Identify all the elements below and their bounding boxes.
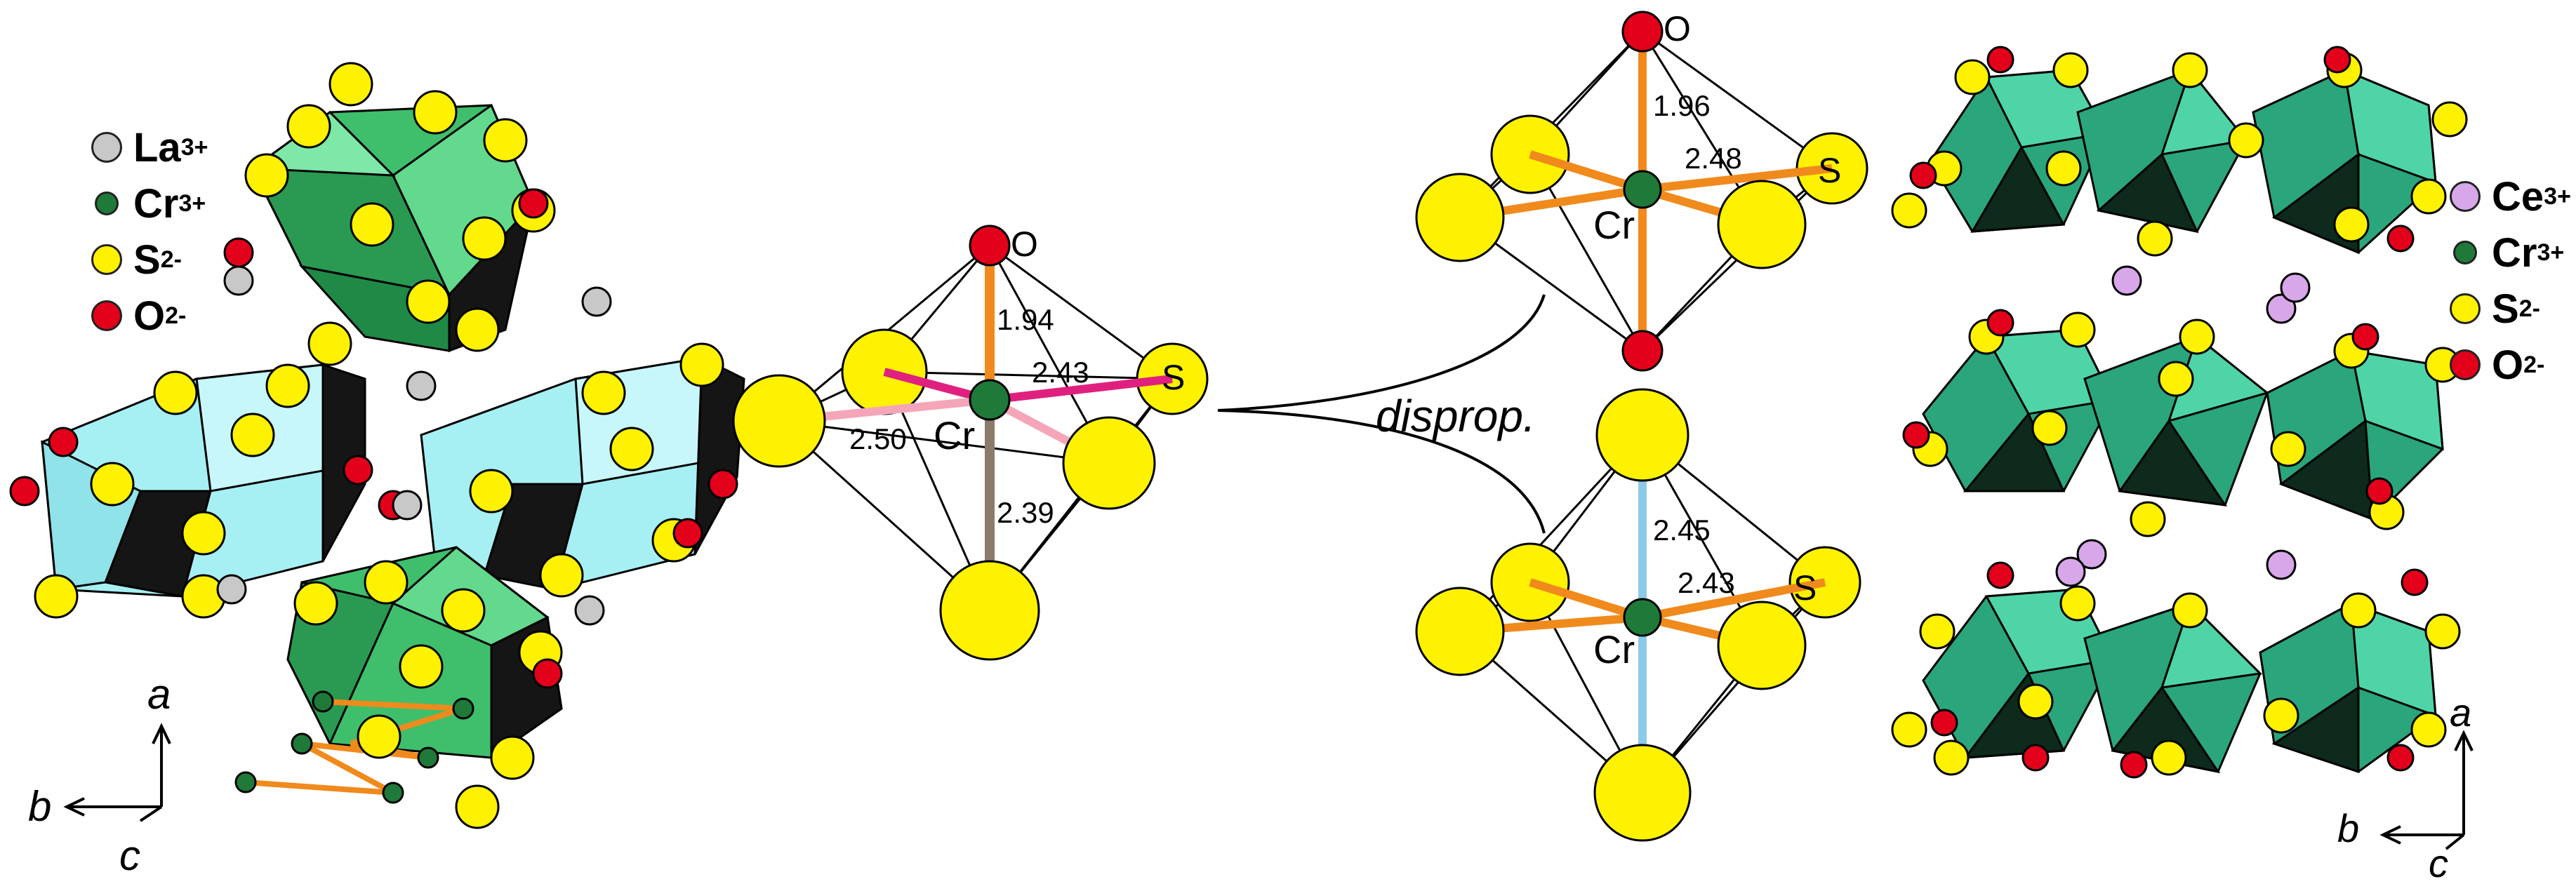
- axis-a-label-right: a: [2450, 690, 2471, 735]
- ce-octahedra-row-middle: [1922, 328, 2444, 521]
- legend-left-o-element: O: [133, 293, 166, 339]
- left-structure-panel: a b c: [9, 62, 745, 879]
- bottom-eq-bonds: [1459, 578, 1826, 650]
- bottom-dist-cr-s-axial: 2.45: [1653, 514, 1711, 547]
- center-dist-cr-o: 1.94: [997, 303, 1054, 336]
- top-s-label: S: [1818, 151, 1841, 190]
- top-s-front-right: [1717, 180, 1807, 269]
- oxygen-atoms-right: [1902, 46, 2429, 779]
- top-octahedron: O S Cr 1.96 2.48: [1415, 9, 1868, 372]
- center-dist-cr-s-long: 2.50: [849, 422, 907, 455]
- la-swatch: [91, 132, 122, 163]
- center-s-front-left: [732, 374, 826, 468]
- oxygen-atoms-left: [9, 188, 738, 689]
- cr-swatch-right: [2453, 241, 2477, 264]
- bottom-s-bottom: [1593, 744, 1692, 842]
- center-s-front-right: [1062, 416, 1156, 510]
- axis-c-label-left: c: [119, 832, 140, 879]
- legend-left-cr-element: Cr: [133, 180, 179, 227]
- axes-right: [2379, 730, 2474, 850]
- ce-octahedra-row-top: [1929, 67, 2437, 255]
- legend-right-o-element: O: [2492, 342, 2524, 388]
- axes-left: [63, 723, 171, 822]
- center-dist-cr-s-short: 2.43: [1032, 356, 1089, 389]
- legend-left-la-element: La: [133, 124, 181, 170]
- center-o-atom: [969, 225, 1011, 267]
- bottom-octahedron: S Cr 2.45 2.43: [1415, 388, 1861, 842]
- legend-right-cr-element: Cr: [2492, 229, 2537, 276]
- cyan-octahedra-left: [41, 363, 367, 598]
- axis-b-label-right: b: [2337, 806, 2359, 850]
- top-dist-cr-o: 1.96: [1653, 89, 1711, 122]
- s-swatch-right: [2450, 293, 2481, 324]
- bottom-s-top: [1595, 388, 1689, 482]
- right-structure-panel: a b c: [1891, 46, 2474, 885]
- center-s-label: S: [1162, 358, 1185, 397]
- la-atoms: [216, 265, 612, 626]
- cr-chain-atoms: [234, 690, 474, 804]
- top-cr-label: Cr: [1593, 203, 1635, 247]
- bottom-s-label: S: [1793, 568, 1817, 608]
- ce-swatch: [2450, 181, 2481, 212]
- center-s-bottom: [939, 560, 1040, 661]
- axis-a-label-left: a: [147, 671, 171, 718]
- top-cr-atom: [1623, 170, 1662, 209]
- axis-c-label-right: c: [2429, 841, 2448, 885]
- top-o-atom-upper: [1621, 11, 1664, 53]
- ce-atoms: [2055, 265, 2311, 587]
- bottom-dist-cr-s: 2.43: [1678, 566, 1735, 599]
- top-o-label: O: [1664, 9, 1691, 48]
- bottom-s-front-right: [1717, 601, 1807, 690]
- center-cr-label: Cr: [934, 413, 975, 457]
- cr-swatch: [95, 192, 119, 215]
- s-swatch: [91, 244, 122, 275]
- top-s-front-left: [1415, 173, 1505, 262]
- legend-right-s-element: S: [2492, 286, 2519, 332]
- center-o-label: O: [1011, 225, 1038, 264]
- top-dist-cr-s: 2.48: [1685, 142, 1742, 175]
- center-bond-cr-s-short: [989, 375, 1173, 404]
- disprop-arrows: [1217, 294, 1546, 534]
- bottom-cr-atom: [1623, 598, 1662, 637]
- o-swatch: [91, 300, 122, 331]
- o-swatch-right: [2450, 349, 2481, 380]
- center-dist-cr-s-axial: 2.39: [997, 496, 1054, 529]
- bottom-cr-label: Cr: [1593, 627, 1635, 671]
- axis-b-label-left: b: [28, 783, 51, 830]
- sulfur-atoms-left: [34, 62, 724, 829]
- sulfur-atoms-right: [1891, 52, 2468, 776]
- center-octahedron: O S Cr 1.94 2.43 2.50 2.39: [732, 225, 1209, 661]
- center-cr-atom: [969, 379, 1011, 421]
- disprop-label: disprop.: [1376, 391, 1536, 441]
- legend-right-ce-element: Ce: [2492, 173, 2544, 220]
- legend-left-s-element: S: [133, 236, 161, 283]
- top-o-atom-lower: [1621, 330, 1664, 372]
- bottom-s-front-left: [1415, 587, 1505, 676]
